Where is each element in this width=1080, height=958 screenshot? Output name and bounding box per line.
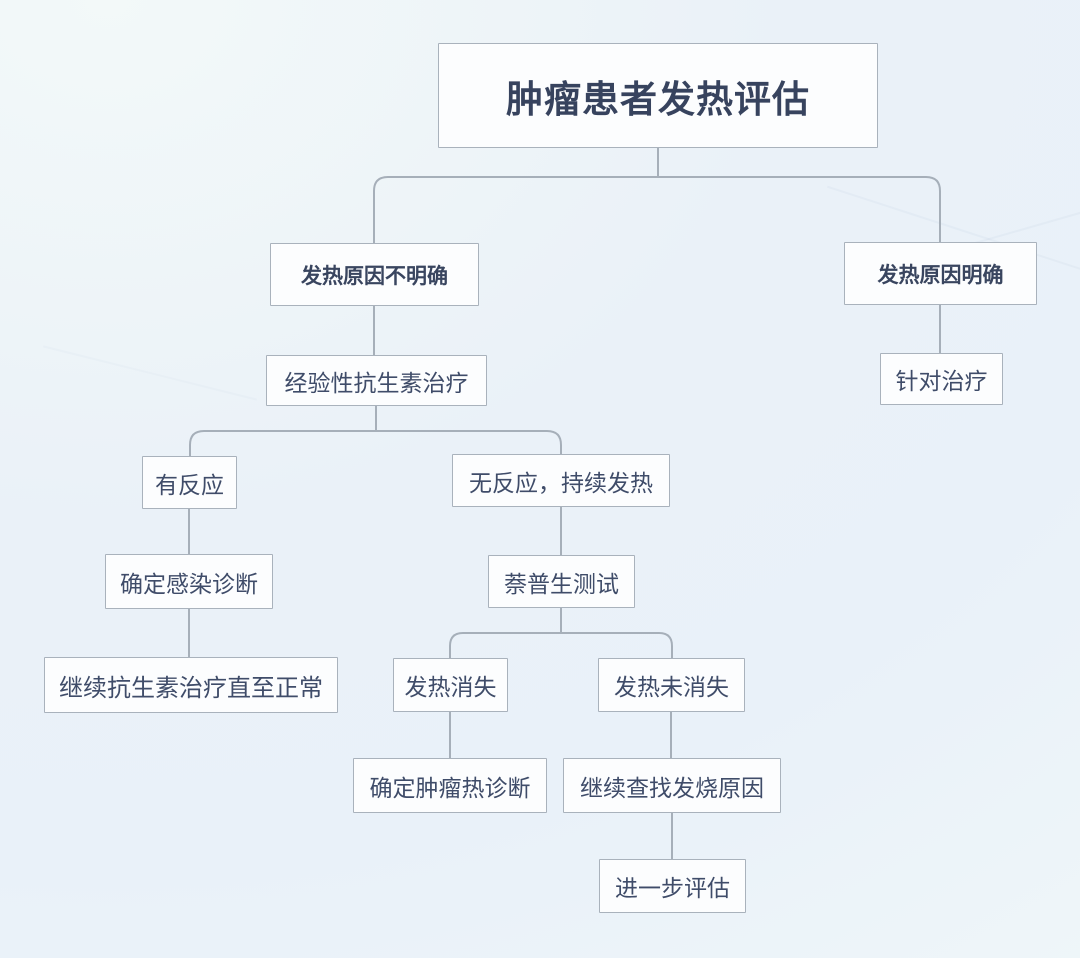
flow-node-keep-searching-fever-cause: 继续查找发烧原因 xyxy=(563,758,781,813)
flow-node-no-response-persistent-fever: 无反应，持续发热 xyxy=(452,454,670,507)
edge-naproxen-branch xyxy=(449,632,673,658)
flow-node-naproxen-test: 萘普生测试 xyxy=(488,555,635,608)
flow-node-fever-disappears: 发热消失 xyxy=(393,658,508,712)
flow-node-fever-not-disappeared: 发热未消失 xyxy=(598,658,745,712)
flow-node-fever-cause-clear: 发热原因明确 xyxy=(844,242,1037,305)
flow-node-continue-antibiotics-until-normal: 继续抗生素治疗直至正常 xyxy=(44,657,338,713)
flow-node-further-evaluation: 进一步评估 xyxy=(599,859,746,913)
flow-node-confirm-infection-diagnosis: 确定感染诊断 xyxy=(105,554,273,609)
flow-node-fever-cause-unclear: 发热原因不明确 xyxy=(270,243,479,306)
flow-node-root-title: 肿瘤患者发热评估 xyxy=(438,43,878,148)
flow-node-targeted-treatment: 针对治疗 xyxy=(880,353,1003,405)
flow-node-has-response: 有反应 xyxy=(142,456,237,509)
edge-empirical-branch xyxy=(189,430,562,456)
edge-root-branch xyxy=(373,176,941,243)
flow-node-confirm-tumor-fever-diagnosis: 确定肿瘤热诊断 xyxy=(353,758,547,813)
flow-node-empirical-antibiotics: 经验性抗生素治疗 xyxy=(266,355,487,406)
